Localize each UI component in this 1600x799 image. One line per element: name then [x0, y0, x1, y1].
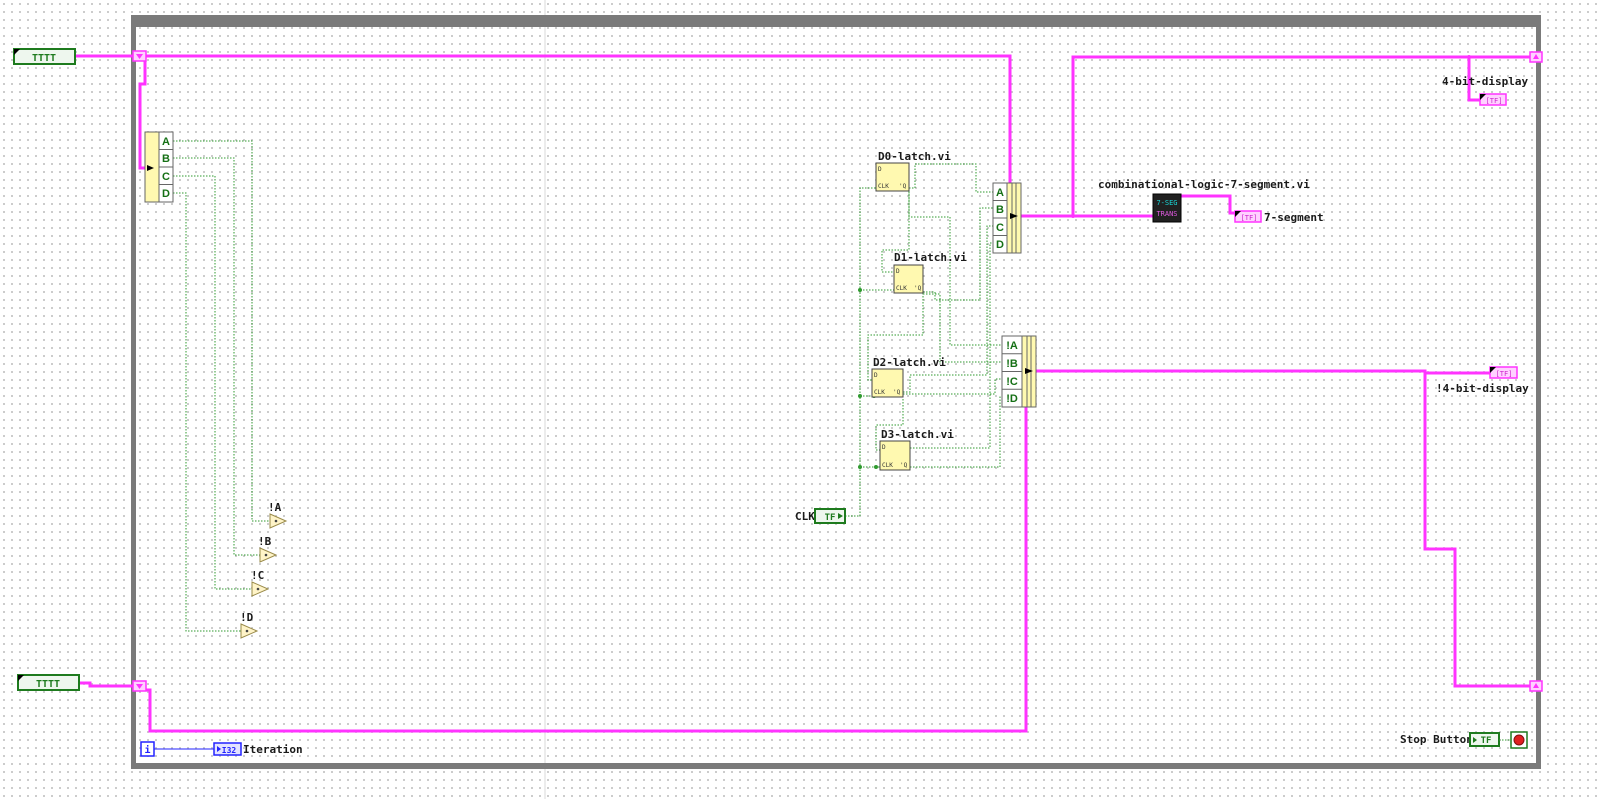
d2-out-pin: 'Q	[893, 389, 901, 396]
cluster-glyph: TTTT	[36, 679, 60, 690]
not-d-label: !D	[240, 611, 254, 624]
shift-register-bottom-left[interactable]	[132, 680, 147, 692]
bundle-pin-b: B	[996, 204, 1004, 216]
d1-out-pin: 'Q	[914, 285, 922, 292]
d0-in-pin: D	[878, 166, 882, 173]
seven-segment-subvi-label: combinational-logic-7-segment.vi	[1098, 178, 1310, 191]
unbundle-pin-c: C	[162, 171, 170, 183]
unbundle-pin-b: B	[162, 153, 170, 165]
loop-condition-terminal[interactable]	[1510, 731, 1528, 749]
four-bit-display-indicator[interactable]: 4-bit-display [TF]	[1442, 75, 1528, 106]
d3-in-pin: D	[882, 444, 886, 451]
not-bundle-pin-a: !A	[1006, 340, 1018, 352]
four-bit-display-label: 4-bit-display	[1442, 75, 1528, 88]
not-a-label: !A	[268, 501, 282, 514]
d1-latch-label: D1-latch.vi	[894, 251, 967, 264]
seven-segment-label: 7-segment	[1264, 211, 1324, 224]
not-bundle-pin-d: !D	[1006, 393, 1018, 405]
seven-segment-indicator[interactable]: [TF] 7-segment	[1234, 210, 1324, 224]
stop-icon	[1513, 734, 1525, 746]
not-four-bit-display-indicator[interactable]: [TF] !4-bit-display	[1436, 366, 1529, 395]
cluster-constant-bottom[interactable]: TTTT	[17, 674, 80, 691]
array-glyph: [TF]	[1496, 370, 1513, 378]
iteration-indicator[interactable]: I32 Iteration	[213, 742, 303, 756]
cluster-constant-top[interactable]: TTTT	[13, 48, 76, 65]
wire-junctions	[858, 55, 1471, 469]
shift-register-top-left[interactable]	[132, 50, 147, 62]
unbundle-pin-a: A	[162, 136, 170, 148]
cluster-glyph: TTTT	[32, 53, 56, 64]
d2-latch-label: D2-latch.vi	[873, 356, 946, 369]
array-glyph: [TF]	[1241, 214, 1258, 222]
stop-button-indicator[interactable]: Stop Button TF	[1400, 732, 1511, 747]
d3-latch-label: D3-latch.vi	[881, 428, 954, 441]
not-gate-b[interactable]: !B	[258, 535, 278, 563]
i-glyph: i	[144, 744, 150, 756]
bundle-pin-a: A	[996, 187, 1004, 199]
d0-latch-subvi[interactable]: D0-latch.vi D CLK 'Q	[875, 150, 951, 192]
bundle-pin-c: C	[996, 222, 1004, 234]
pink-wires	[75, 54, 1530, 733]
seven-segment-subvi[interactable]: combinational-logic-7-segment.vi 7-SEG T…	[1098, 178, 1310, 223]
seven-seg-line1: 7-SEG	[1156, 199, 1177, 207]
bundle-by-name-not[interactable]: !A !B !C !D	[1001, 335, 1037, 408]
green-wires	[154, 140, 1002, 750]
iteration-label: Iteration	[243, 743, 303, 756]
d1-latch-subvi[interactable]: D1-latch.vi D CLK 'Q	[893, 251, 967, 294]
d3-out-pin: 'Q	[900, 462, 908, 469]
not-gate-a[interactable]: !A	[268, 501, 288, 529]
not-four-bit-display-label: !4-bit-display	[1436, 382, 1529, 395]
i32-tag: I32	[222, 746, 237, 755]
seven-seg-line2: TRANS	[1156, 210, 1177, 218]
d2-in-pin: D	[874, 372, 878, 379]
clk-control[interactable]: CLK TF	[795, 508, 846, 524]
not-gate-d[interactable]: !D	[240, 611, 259, 639]
clk-label: CLK	[795, 510, 815, 523]
unbundle-pin-d: D	[162, 188, 170, 200]
bundle-pin-d: D	[996, 239, 1004, 251]
stop-button-label: Stop Button	[1400, 733, 1473, 746]
array-glyph: [TF]	[1486, 97, 1503, 105]
d2-latch-subvi[interactable]: D2-latch.vi D CLK 'Q	[871, 356, 946, 398]
d0-clk-pin: CLK	[878, 183, 889, 190]
bool-tag: TF	[825, 513, 836, 523]
d1-in-pin: D	[896, 268, 900, 275]
while-loop[interactable]	[131, 15, 1541, 769]
not-c-label: !C	[251, 569, 264, 582]
bool-tag: TF	[1481, 736, 1492, 746]
shift-register-bottom-right[interactable]	[1529, 680, 1543, 692]
shift-register-top-right[interactable]	[1529, 51, 1543, 63]
d0-latch-label: D0-latch.vi	[878, 150, 951, 163]
unbundle-by-name[interactable]: A B C D	[144, 131, 174, 203]
iteration-terminal[interactable]: i	[140, 741, 155, 757]
d2-clk-pin: CLK	[874, 389, 885, 396]
d3-clk-pin: CLK	[882, 462, 893, 469]
d3-latch-subvi[interactable]: D3-latch.vi D CLK 'Q	[879, 428, 954, 471]
not-bundle-pin-c: !C	[1006, 376, 1018, 388]
d1-clk-pin: CLK	[896, 285, 907, 292]
not-gate-c[interactable]: !C	[251, 569, 270, 597]
not-b-label: !B	[258, 535, 272, 548]
bundle-by-name-main[interactable]: A B C D	[992, 182, 1022, 254]
d0-out-pin: 'Q	[899, 183, 907, 190]
not-bundle-pin-b: !B	[1006, 358, 1018, 370]
